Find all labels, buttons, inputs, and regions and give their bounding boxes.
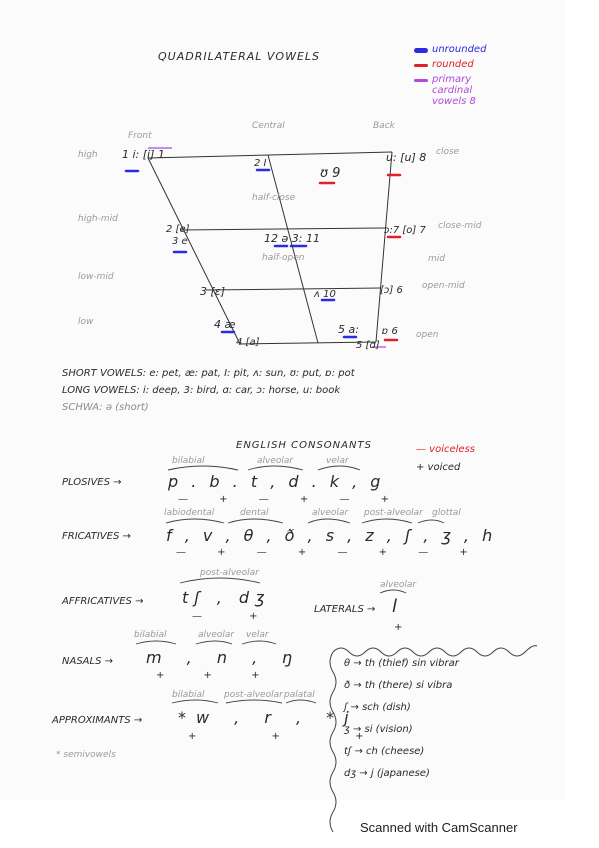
plosives-voicing: — + — + — + — [178, 494, 404, 505]
legend-label-rounded: rounded — [432, 59, 474, 70]
legend-label-unrounded: unrounded — [432, 44, 487, 55]
place-post-alveolar-approximant: post-alveolar — [224, 690, 283, 700]
column-label-front: Front — [128, 131, 152, 141]
legend-label-cardinal: primary cardinal vowels 8 — [432, 74, 476, 107]
approximants-symbols: *w , r , *j — [178, 708, 359, 727]
vowel-alpha-cardinal: 5 [ɑ] — [356, 340, 380, 351]
vowel-e-short: 3 e — [172, 236, 188, 247]
plosives-symbols: p . b . t , d . k , g — [168, 472, 385, 491]
column-label-central: Central — [252, 121, 285, 131]
note-ezh: ʒ → si (vision) — [344, 724, 413, 735]
consonants-title: ENGLISH CONSONANTS — [236, 440, 372, 451]
place-alveolar-nasal: alveolar — [198, 630, 235, 640]
plosives-label: PLOSIVES → — [62, 477, 122, 488]
affricatives-voicing: — + — [192, 611, 280, 622]
vowel-u-long: u: [u] 8 — [386, 151, 427, 164]
laterals-voicing: + — [394, 622, 403, 633]
vowel-ae: 4 æ — [214, 318, 236, 331]
fricatives-label: FRICATIVES → — [62, 531, 131, 542]
laterals-label: LATERALS → — [314, 604, 376, 615]
scanner-watermark: Scanned with CamScanner — [360, 820, 518, 835]
note-eth: ð → th (there) si vibra — [344, 680, 453, 691]
place-dental: dental — [240, 508, 269, 518]
place-velar: velar — [326, 456, 349, 466]
vowel-I-short: 2 I — [254, 158, 267, 169]
right-label-close-mid: close-mid — [438, 221, 482, 231]
laterals-symbol: l — [392, 596, 398, 617]
row-label-low-mid: low-mid — [78, 272, 114, 282]
fricatives-symbols: f , v , θ , ð , s , z , ʃ , ʒ , h — [166, 526, 497, 545]
short-vowels-line: SHORT VOWELS: e: pet, æ: pat, I: pit, ʌ:… — [62, 368, 355, 379]
vowel-o-cardinal: ɔ:7 [o] 7 — [384, 225, 426, 236]
row-label-high-mid: high-mid — [78, 214, 118, 224]
right-label-open: open — [416, 330, 439, 340]
affricatives-label: AFFRICATIVES → — [62, 596, 144, 607]
place-labiodental: labiodental — [164, 508, 215, 518]
note-tesh: tʃ → ch (cheese) — [344, 746, 425, 757]
vowel-o-short: ɒ 6 — [382, 326, 398, 337]
place-bilabial-approximant: bilabial — [172, 690, 205, 700]
place-post-alveolar: post-alveolar — [364, 508, 423, 518]
note-dezh: dʒ → j (japanese) — [344, 768, 430, 779]
legend-swatch-rounded — [414, 64, 428, 67]
legend-swatch-cardinal — [414, 79, 428, 82]
right-label-close: close — [436, 147, 460, 157]
right-label-mid: mid — [428, 254, 445, 264]
place-alveolar: alveolar — [257, 456, 294, 466]
column-label-back: Back — [373, 121, 395, 131]
place-post-alveolar-affricative: post-alveolar — [200, 568, 259, 578]
semivowels-note: * semivowels — [56, 750, 116, 760]
long-vowels-line: LONG VOWELS: i: deep, 3: bird, ɑ: car, ɔ… — [62, 385, 341, 396]
nasals-label: NASALS → — [62, 656, 113, 667]
row-label-low: low — [78, 317, 94, 327]
place-bilabial: bilabial — [172, 456, 205, 466]
place-bilabial-nasal: bilabial — [134, 630, 167, 640]
vowel-open-o-cardinal: [ɔ] 6 — [380, 285, 403, 296]
note-theta: θ → th (thief) sin vibrar — [344, 658, 459, 669]
place-alveolar-lateral: alveolar — [380, 580, 417, 590]
place-alveolar-fricative: alveolar — [312, 508, 349, 518]
vowel-upsilon: ʊ 9 — [320, 166, 341, 181]
vowel-a-long: 5 a: — [338, 323, 359, 336]
approximants-label: APPROXIMANTS → — [52, 715, 143, 726]
page-title: QUADRILATERAL VOWELS — [158, 50, 321, 63]
legend-voiced: + voiced — [416, 462, 461, 473]
place-glottal: glottal — [432, 508, 461, 518]
vowel-i-long: 1 i: [i] 1 — [122, 148, 165, 161]
inner-label-half-close: half-close — [252, 193, 296, 203]
right-label-open-mid: open-mid — [422, 281, 465, 291]
nasals-symbols: m , n , ŋ — [146, 648, 303, 667]
legend-swatch-unrounded — [414, 48, 428, 53]
fricatives-voicing: — + — + — + — + — [176, 547, 482, 558]
affricatives-symbols: tʃ , dʒ — [182, 588, 271, 607]
vowel-epsilon-cardinal: 3 [ɛ] — [200, 285, 226, 298]
schwa-line: SCHWA: ə (short) — [62, 402, 149, 413]
place-palatal: palatal — [284, 690, 315, 700]
row-label-high: high — [78, 150, 98, 160]
scanned-sheet — [0, 0, 565, 800]
place-velar-nasal: velar — [246, 630, 269, 640]
legend-voiceless: — voiceless — [416, 444, 475, 455]
nasals-voicing: + + + — [156, 670, 278, 681]
note-esh: ʃ → sch (dish) — [344, 702, 411, 713]
vowel-a-cardinal: 4 [a] — [236, 337, 260, 348]
approximants-voicing: + + + — [188, 731, 400, 742]
vowel-wedge: ʌ 10 — [314, 289, 336, 300]
vowel-e-cardinal: 2 [e] — [166, 224, 190, 235]
inner-label-half-open: half-open — [262, 253, 305, 263]
vowel-schwa: 12 ə 3: 11 — [264, 232, 320, 245]
